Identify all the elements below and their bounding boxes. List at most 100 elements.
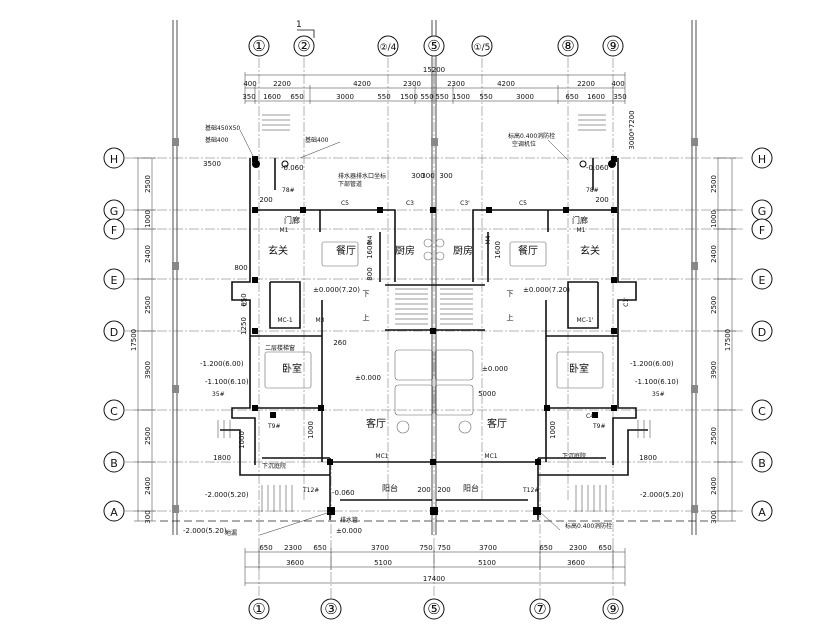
dim-total: 17500 xyxy=(130,329,138,351)
door-tag: M4 xyxy=(485,235,492,244)
dim-text: 300 xyxy=(411,172,424,180)
dim-text: 2500 xyxy=(144,296,152,314)
dim-text: 2500 xyxy=(710,296,718,314)
dim-text: 350 xyxy=(242,93,255,101)
leader-lines xyxy=(239,129,569,536)
level-mark: -0.060 xyxy=(332,489,355,497)
axis-bubble-right: D xyxy=(751,320,773,342)
dim-text: 200 xyxy=(595,196,608,204)
dim-text: 1800 xyxy=(213,454,231,462)
note-text: T9# xyxy=(267,423,281,430)
axis-label: ③ xyxy=(324,600,337,618)
level-mark: -2.000(5.20) xyxy=(640,491,684,499)
axis-bubble-left: H xyxy=(103,147,125,169)
room-label-dining-left: 餐厅 xyxy=(336,244,356,257)
axis-label: D xyxy=(758,326,766,339)
axis-label: ⑨ xyxy=(606,37,619,55)
axis-bubble-top: ⑨ xyxy=(602,35,624,57)
dim-text: 200 xyxy=(259,196,272,204)
note-text: 78# xyxy=(282,187,295,194)
door-tag: MC-1 xyxy=(277,317,293,324)
dim-text: 2300 xyxy=(569,544,587,552)
level-mark: -0.060 xyxy=(281,164,304,172)
opening-tags: C5 C5 C3 C3' C1 C1' C4 M1 M1 M3 M4 M4 MC… xyxy=(242,200,630,460)
dim-text: 4200 xyxy=(353,80,371,88)
dim-text: 3600 xyxy=(286,559,304,567)
left-dimensions xyxy=(134,157,156,522)
axis-bubble-left: E xyxy=(103,268,125,290)
dim-text: 2300 xyxy=(403,80,421,88)
dim-text: 1800 xyxy=(639,454,657,462)
note-text: 35# xyxy=(652,391,665,398)
note-text: 标高0.400消防栓 xyxy=(565,522,612,530)
dim-text: 3700 xyxy=(479,544,497,552)
axis-bubble-right: A xyxy=(751,500,773,522)
axis-label: B xyxy=(758,457,766,470)
note-text: 排水器排水口坐标 xyxy=(338,172,386,180)
inner-dimensions: 3500 1250 650 800 1600 800 1600 1800 180… xyxy=(203,110,657,494)
dim-text: 3000 xyxy=(336,93,354,101)
dim-text: 5000 xyxy=(478,390,496,398)
room-label-foyer-right: 玄关 xyxy=(580,244,600,257)
dim-text: 1600 xyxy=(494,241,502,259)
dim-text: 2500 xyxy=(144,427,152,445)
note-text: T9# xyxy=(592,423,606,430)
level-mark: -0.060 xyxy=(586,164,609,172)
door-tag: MC-1' xyxy=(577,317,594,324)
axis-bubble-top: ①/5 xyxy=(471,35,493,57)
room-label-dining-right: 餐厅 xyxy=(518,244,538,257)
axis-bubble-left: A xyxy=(103,500,125,522)
axis-label: ② xyxy=(297,37,310,55)
room-label-living-right: 客厅 xyxy=(487,417,507,430)
dim-text: 2300 xyxy=(284,544,302,552)
top-dimensions xyxy=(244,72,626,104)
axis-bubble-left: F xyxy=(103,218,125,240)
dim-text: 400 xyxy=(611,80,624,88)
level-mark: ±0.000(7.20) xyxy=(523,286,570,294)
dim-text: 1500 xyxy=(400,93,418,101)
top-dimension-text: 15200 400 2200 4200 2300 2300 4200 2200 … xyxy=(242,66,626,101)
dim-text: 3500 xyxy=(203,160,221,168)
axis-bubble-right: B xyxy=(751,451,773,473)
axis-bubble-right: C xyxy=(751,399,773,421)
axis-label: D xyxy=(110,326,118,339)
axis-label: B xyxy=(110,457,118,470)
dim-text: 3900 xyxy=(144,361,152,379)
level-mark: -1.100(6.10) xyxy=(635,378,679,386)
room-label-bedroom-left: 卧室 xyxy=(282,362,302,375)
note-text: 下部管道 xyxy=(338,180,362,188)
axis-label: ②/4 xyxy=(380,43,397,53)
right-dimensions xyxy=(714,157,736,522)
room-label-foyer-left: 玄关 xyxy=(268,244,288,257)
dim-text: 1000 xyxy=(549,421,557,439)
level-marks: ±0.000 ±0.000 ±0.000(7.20) ±0.000(7.20) … xyxy=(183,164,684,535)
dim-text: 5100 xyxy=(478,559,496,567)
axis-bubble-top: ② xyxy=(293,35,315,57)
axis-bubble-bottom: ⑨ xyxy=(602,598,624,620)
axis-label: ⑧ xyxy=(561,37,574,55)
note-text: 地漏 xyxy=(225,529,237,537)
dim-text: 400 xyxy=(243,80,256,88)
axis-label: E xyxy=(111,274,118,287)
axis-bubble-top: ②/4 xyxy=(377,35,399,57)
right-dimension-text: 2500 1000 2400 2500 3900 2500 2400 300 1… xyxy=(710,175,732,524)
room-label-balcony-left: 阳台 xyxy=(382,483,398,493)
note-text: 基础400 xyxy=(205,136,229,144)
dim-text: 1600 xyxy=(366,241,374,259)
stair-label-down: 下 xyxy=(507,290,514,298)
dim-text: 2400 xyxy=(710,477,718,495)
dim-total: 15200 xyxy=(423,66,445,74)
axis-bubble-bottom: ③ xyxy=(320,598,342,620)
window-tag: C4 xyxy=(586,413,594,420)
dim-text: 1000 xyxy=(307,421,315,439)
dim-text: 550 xyxy=(479,93,492,101)
note-text: 基础400 xyxy=(305,136,329,144)
dim-text: 650 xyxy=(240,293,248,306)
note-text: 空调机位 xyxy=(512,140,536,148)
axis-label: ①/5 xyxy=(474,43,491,53)
dim-text: 2500 xyxy=(710,427,718,445)
stair-label-down: 下 xyxy=(363,290,370,298)
axis-label: G xyxy=(110,205,119,218)
dim-text: 1500 xyxy=(452,93,470,101)
